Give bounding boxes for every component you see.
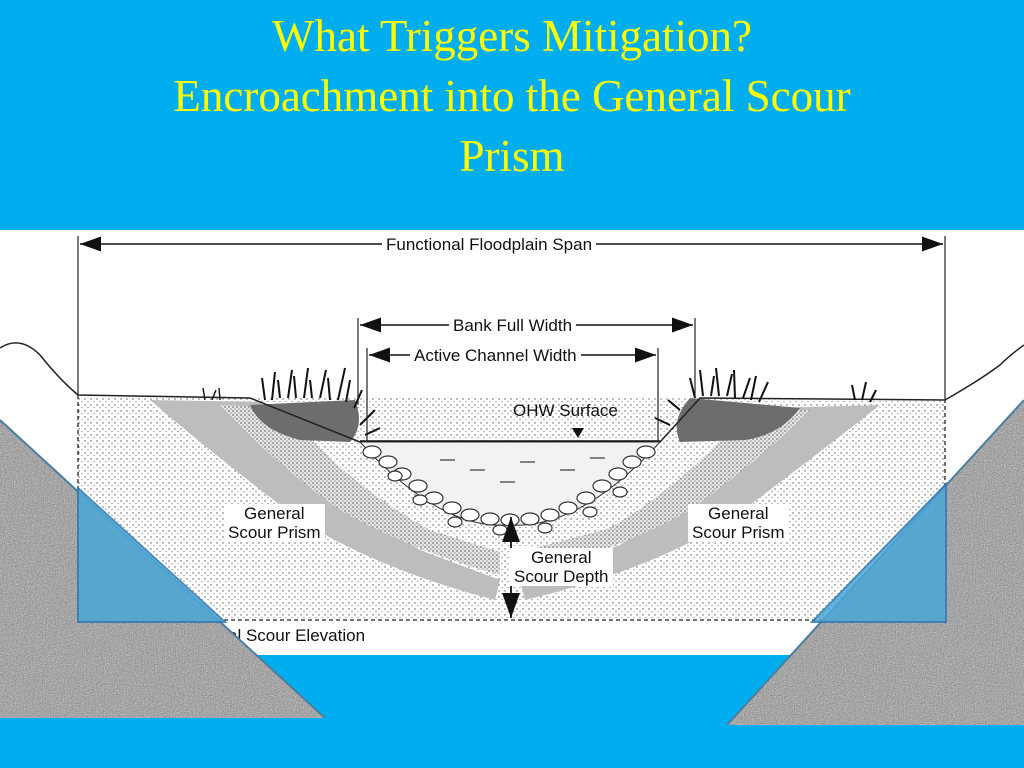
vegetation-sparse-left xyxy=(202,387,221,401)
ohw-marker xyxy=(572,428,584,438)
vegetation-left xyxy=(261,367,381,436)
scour-diagram: Functional Floodplain Span Bank Full Wid… xyxy=(0,230,1024,655)
ground-surface xyxy=(0,342,1024,443)
label-general-scour-prism-left: General Scour Prism xyxy=(224,504,325,542)
title-line-2: Encroachment into the General Scour xyxy=(173,71,851,121)
label-active-channel-width: Active Channel Width xyxy=(410,346,581,365)
water-ripples xyxy=(440,457,605,483)
scour-diagram-graphic xyxy=(0,236,1024,621)
label-general-scour-prism-right: General Scour Prism xyxy=(688,504,789,542)
label-general-scour-depth: General Scour Depth xyxy=(510,548,613,586)
label-bank-full-width: Bank Full Width xyxy=(449,316,577,335)
slide-title: What Triggers Mitigation? Encroachment i… xyxy=(40,6,984,186)
label-general-scour-elevation: al Scour Elevation xyxy=(228,626,366,645)
label-functional-floodplain-span: Functional Floodplain Span xyxy=(382,235,597,254)
title-line-1: What Triggers Mitigation? xyxy=(272,11,752,61)
title-line-3: Prism xyxy=(459,131,565,181)
label-ohw-surface: OHW Surface xyxy=(513,401,618,420)
